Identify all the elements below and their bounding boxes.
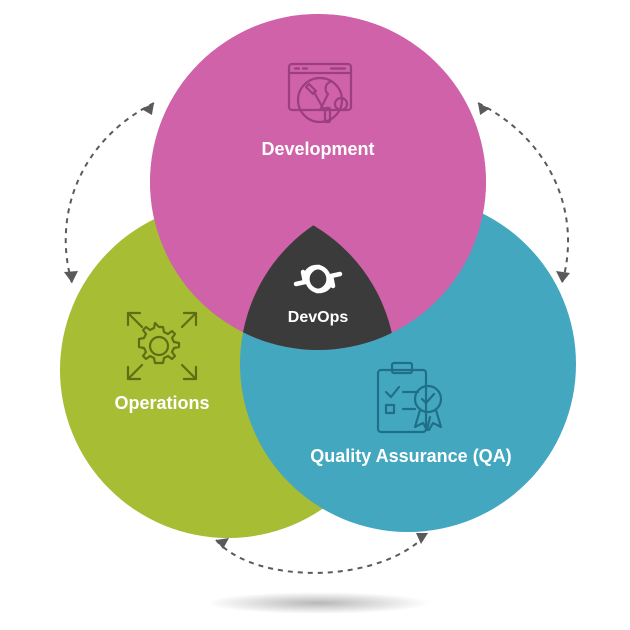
code-tools-icon xyxy=(287,62,353,124)
gear-expand-icon xyxy=(126,311,198,381)
devops-label: DevOps xyxy=(288,309,349,326)
development-label: Development xyxy=(261,139,374,159)
arrow-ops-qa xyxy=(215,532,429,574)
arrow-dev-qa xyxy=(477,102,570,284)
devops-center-region xyxy=(240,202,396,350)
floor-shadow xyxy=(206,592,430,614)
operations-label: Operations xyxy=(114,393,209,413)
development-overlay xyxy=(150,14,486,350)
sync-icon xyxy=(293,264,343,294)
clipboard-badge-icon xyxy=(376,361,443,434)
arrow-dev-ops xyxy=(64,102,155,284)
qa-label: Quality Assurance (QA) xyxy=(310,446,511,466)
